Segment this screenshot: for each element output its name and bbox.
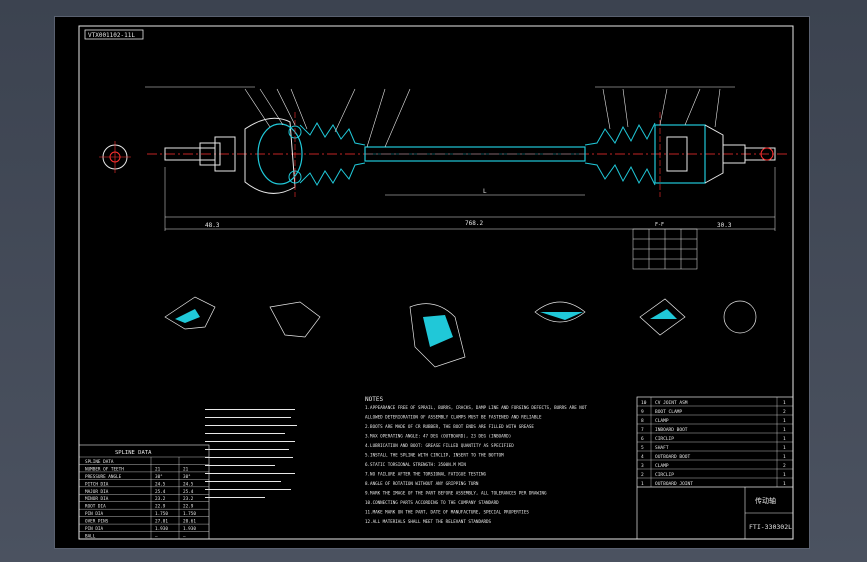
grid-heading: F-F [655, 222, 664, 228]
part-number: 3 [641, 463, 644, 469]
spline-row-inner: 21 [183, 466, 189, 472]
part-number: 6 [641, 436, 644, 442]
drawing-sheet: VTX001102-11L [54, 16, 810, 549]
part-number: 10 [641, 400, 647, 406]
spline-row-label: PITCH DIA [85, 481, 109, 487]
drive-shaft-assembly [164, 112, 776, 197]
part-number: 8 [641, 418, 644, 424]
part-qty: 1 [783, 481, 786, 487]
spline-row-inner: 23.2 [183, 496, 194, 502]
code-tag-box [84, 29, 144, 40]
note-line: 10.CONNECTING PARTS ACCORDING TO THE COM… [365, 500, 499, 505]
spline-row-label: NUMBER OF TEETH [85, 466, 124, 472]
note-line: 11.MAKE MARK ON THE PART, DATE OF MANUFA… [365, 510, 529, 515]
part-qty: 2 [783, 463, 786, 469]
spline-row-label: BALL [85, 534, 96, 540]
spline-row-inner: 30° [183, 474, 191, 480]
note-line: 8.ANGLE OF ROTATION WITHOUT ANY GRIPPING… [365, 481, 479, 486]
spline-row-inner: 24.5 [183, 481, 194, 487]
spec-block [205, 409, 297, 498]
spline-row-outer: 22.9 [155, 504, 166, 510]
inspection-grid [632, 228, 698, 270]
notes-block: NOTES 1.APPEARANCE FREE OF SPRAIL, BURRS… [365, 396, 587, 524]
title-code: FTI-330302L [749, 523, 792, 531]
part-number: 4 [641, 454, 644, 460]
leader-lines [145, 86, 735, 148]
part-name: INBOARD BOOT [655, 427, 688, 433]
part-qty: 1 [783, 427, 786, 433]
spline-row-outer: 25.4 [155, 489, 166, 495]
spline-row-outer: 23.2 [155, 496, 166, 502]
note-line: 7.NO FAILURE AFTER THE TORSIONAL FATIGUE… [365, 472, 486, 477]
part-name: CLAMP [655, 463, 669, 469]
section-hatches [175, 309, 677, 347]
code-tag: VTX001102-11L [88, 32, 135, 39]
spline-row-outer: 24.5 [155, 481, 166, 487]
spline-row-label: ROOT DIA [85, 504, 106, 510]
spline-row-outer: 1.930 [155, 526, 168, 532]
part-name: CV JOINT ASM [655, 400, 688, 406]
part-number: 2 [641, 472, 644, 478]
spline-row-label: PRESSURE ANGLE [85, 474, 122, 480]
part-number: 7 [641, 427, 644, 433]
part-number: 9 [641, 409, 644, 415]
note-line: 9.MARK THE IMAGE OF THE PART BEFORE ASSE… [365, 491, 547, 496]
note-line: 5.INSTALL THE SPLINE WITH CIRCLIP, INSER… [365, 453, 504, 458]
notes-heading: NOTES [365, 396, 383, 403]
part-qty: 1 [783, 472, 786, 478]
title-name: 传动轴 [755, 496, 776, 505]
part-name: BOOT CLAMP [655, 409, 682, 415]
spline-row-inner: 1.930 [183, 526, 196, 532]
note-line: 1.APPEARANCE FREE OF SPRAIL, BURRS, CRAC… [365, 405, 587, 410]
spline-row-inner: 1.750 [183, 511, 196, 517]
spline-row-label: MINOR DIA [85, 496, 109, 502]
part-name: CIRCLIP [655, 436, 674, 442]
section-views [164, 296, 757, 368]
spline-row-outer: — [155, 535, 158, 540]
part-name: SHAFT [655, 445, 669, 451]
part-qty: 1 [783, 400, 786, 406]
left-span-dim: 48.3 [205, 222, 220, 229]
part-qty: 1 [783, 418, 786, 424]
part-qty: 1 [783, 445, 786, 451]
note-line: ALLOWED DETERIORATION OF ASSEMBLY CLAMPS… [365, 415, 542, 420]
note-line: 12.ALL MATERIALS SHALL MEET THE RELEVANT… [365, 519, 492, 524]
spline-row-inner: 20.61 [183, 519, 196, 525]
part-qty: 2 [783, 409, 786, 415]
note-line: 6.STATIC TORSIONAL STRENGTH: 3500N.M MIN [365, 462, 466, 467]
spline-row-outer: 1.750 [155, 511, 168, 517]
frame-border [78, 25, 794, 540]
overall-length-dim: 768.2 [465, 220, 483, 227]
spline-row-label: OVER PINS [85, 519, 109, 525]
spline-row-inner: 25.4 [183, 489, 194, 495]
part-number: 1 [641, 481, 644, 487]
spline-row-outer: 27.01 [155, 519, 168, 525]
part-name: CLAMP [655, 418, 669, 424]
spline-row-label: MAJOR DIA [85, 489, 109, 495]
right-span-dim: 30.3 [717, 222, 732, 229]
spline-row-inner: — [183, 535, 186, 540]
part-qty: 1 [783, 436, 786, 442]
spline-table-title: SPLINE DATA [115, 450, 152, 456]
note-line: 3.MAX OPERATING ANGLE: 47 DEG (OUTBOARD)… [365, 434, 511, 439]
part-name: OUTBOARD JOINT [655, 481, 693, 487]
part-qty: 1 [783, 454, 786, 460]
spline-row-inner: 22.9 [183, 504, 194, 510]
part-name: OUTBOARD BOOT [655, 454, 691, 460]
spline-row-outer: 30° [155, 474, 163, 480]
cad-drawing: VTX001102-11L [78, 25, 794, 540]
end-view-left [99, 141, 131, 173]
spline-row-label: PIN DIA [85, 511, 104, 517]
note-line: 2.BOOTS ARE MADE OF CR RUBBER, THE BOOT … [365, 424, 534, 429]
part-number: 5 [641, 445, 644, 451]
spline-row-label: PIN DIA [85, 526, 104, 532]
part-name: CIRCLIP [655, 472, 674, 478]
note-line: 4.LUBRICATION AND BOOT: GREASE FILLED QU… [365, 443, 514, 448]
spline-row-label: SPLINE DATA [85, 459, 114, 465]
shaft-length-dim: L [483, 188, 487, 195]
spline-row-outer: 21 [155, 466, 161, 472]
